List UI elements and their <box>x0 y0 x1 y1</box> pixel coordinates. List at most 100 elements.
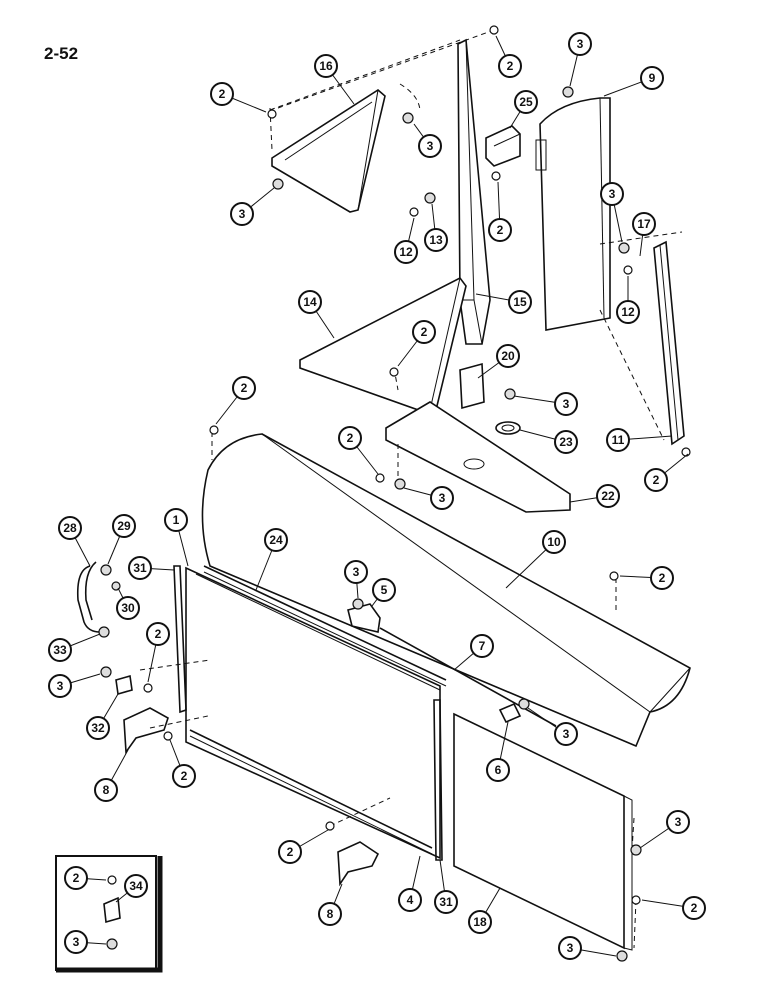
svg-text:2: 2 <box>219 87 226 101</box>
callout-3: 3 <box>600 182 624 243</box>
svg-text:2: 2 <box>181 769 188 783</box>
callout-34: 34 <box>115 874 148 903</box>
part-6-latch <box>498 702 522 724</box>
svg-text:1: 1 <box>173 513 180 527</box>
callout-8: 8 <box>94 749 129 802</box>
svg-text:2: 2 <box>287 845 294 859</box>
svg-text:3: 3 <box>353 565 360 579</box>
callout-6: 6 <box>486 721 510 782</box>
svg-text:8: 8 <box>103 783 110 797</box>
svg-text:10: 10 <box>547 535 561 549</box>
callout-33: 33 <box>48 633 101 662</box>
callout-1: 1 <box>164 508 189 567</box>
svg-text:7: 7 <box>479 639 486 653</box>
svg-text:2: 2 <box>155 627 162 641</box>
callout-2: 2 <box>397 320 436 367</box>
callout-9: 9 <box>603 66 664 97</box>
svg-text:3: 3 <box>239 207 246 221</box>
part-11-channel <box>653 240 685 446</box>
callout-2: 2 <box>644 453 689 492</box>
svg-text:3: 3 <box>609 187 616 201</box>
svg-text:31: 31 <box>439 895 453 909</box>
svg-text:11: 11 <box>612 433 625 447</box>
part-28-handle <box>76 561 101 633</box>
callout-15: 15 <box>475 290 532 314</box>
svg-text:2: 2 <box>659 571 666 585</box>
svg-text:3: 3 <box>567 941 574 955</box>
svg-text:3: 3 <box>427 139 434 153</box>
svg-text:9: 9 <box>649 71 656 85</box>
svg-text:29: 29 <box>117 519 131 533</box>
callout-24: 24 <box>255 528 288 591</box>
part-8-hinge-left <box>123 707 169 755</box>
svg-text:12: 12 <box>399 245 413 259</box>
svg-text:14: 14 <box>303 295 317 309</box>
hardware-fasteners <box>98 25 691 962</box>
svg-text:3: 3 <box>675 815 682 829</box>
assembly-dashed-lines <box>139 29 683 949</box>
part-9-curved-panel <box>535 97 611 331</box>
page-number: 2-52 <box>44 44 79 63</box>
part-31-seal-left <box>173 565 187 714</box>
callout-3: 3 <box>513 392 578 416</box>
part-5-latch <box>347 603 381 633</box>
callout-3: 3 <box>48 673 101 698</box>
callout-3: 3 <box>558 936 617 960</box>
svg-text:2: 2 <box>497 223 504 237</box>
callout-2: 2 <box>338 426 379 475</box>
svg-text:2: 2 <box>691 901 698 915</box>
part-10-top-cover <box>201 433 691 748</box>
callout-3: 3 <box>64 930 107 954</box>
callout-10: 10 <box>505 530 566 589</box>
callout-18: 18 <box>468 887 501 934</box>
svg-text:5: 5 <box>381 583 388 597</box>
callout-20: 20 <box>477 344 520 379</box>
callout-3: 3 <box>639 810 690 849</box>
svg-text:30: 30 <box>121 601 135 615</box>
callout-3: 3 <box>230 187 275 226</box>
part-20-plate <box>459 362 485 410</box>
svg-text:3: 3 <box>439 491 446 505</box>
svg-text:2: 2 <box>347 431 354 445</box>
svg-text:23: 23 <box>559 435 573 449</box>
callout-3: 3 <box>403 486 454 510</box>
part-31-seal-right <box>433 699 443 861</box>
svg-text:17: 17 <box>637 217 651 231</box>
part-22-channel <box>385 401 571 513</box>
callout-2: 2 <box>64 866 107 890</box>
callout-13: 13 <box>424 203 448 252</box>
callout-22: 22 <box>569 484 620 508</box>
callout-14: 14 <box>298 290 335 339</box>
callout-12: 12 <box>394 217 418 264</box>
callout-3: 3 <box>568 32 592 87</box>
callout-8: 8 <box>318 883 343 926</box>
callout-2: 2 <box>619 566 674 590</box>
callout-11: 11 <box>606 428 673 452</box>
svg-text:2: 2 <box>73 871 80 885</box>
callout-2: 2 <box>146 622 170 683</box>
callout-3: 3 <box>527 707 578 746</box>
svg-text:13: 13 <box>429 233 443 247</box>
svg-text:3: 3 <box>57 679 64 693</box>
svg-text:2: 2 <box>421 325 428 339</box>
svg-text:28: 28 <box>63 521 77 535</box>
svg-text:2: 2 <box>507 59 514 73</box>
callout-2: 2 <box>641 896 706 920</box>
part-7-rod <box>379 627 557 727</box>
callout-2: 2 <box>488 181 512 242</box>
part-25-small-bracket <box>485 125 521 167</box>
svg-text:3: 3 <box>563 727 570 741</box>
callout-2: 2 <box>278 829 329 864</box>
svg-text:8: 8 <box>327 907 334 921</box>
svg-text:2: 2 <box>653 473 660 487</box>
svg-text:3: 3 <box>577 37 584 51</box>
svg-text:31: 31 <box>133 561 147 575</box>
svg-text:25: 25 <box>519 95 533 109</box>
callout-17: 17 <box>632 212 656 257</box>
part-16-bracket <box>271 89 386 213</box>
svg-text:20: 20 <box>501 349 515 363</box>
part-23-grommet <box>495 421 521 435</box>
callout-2: 2 <box>495 35 522 78</box>
svg-text:24: 24 <box>269 533 283 547</box>
